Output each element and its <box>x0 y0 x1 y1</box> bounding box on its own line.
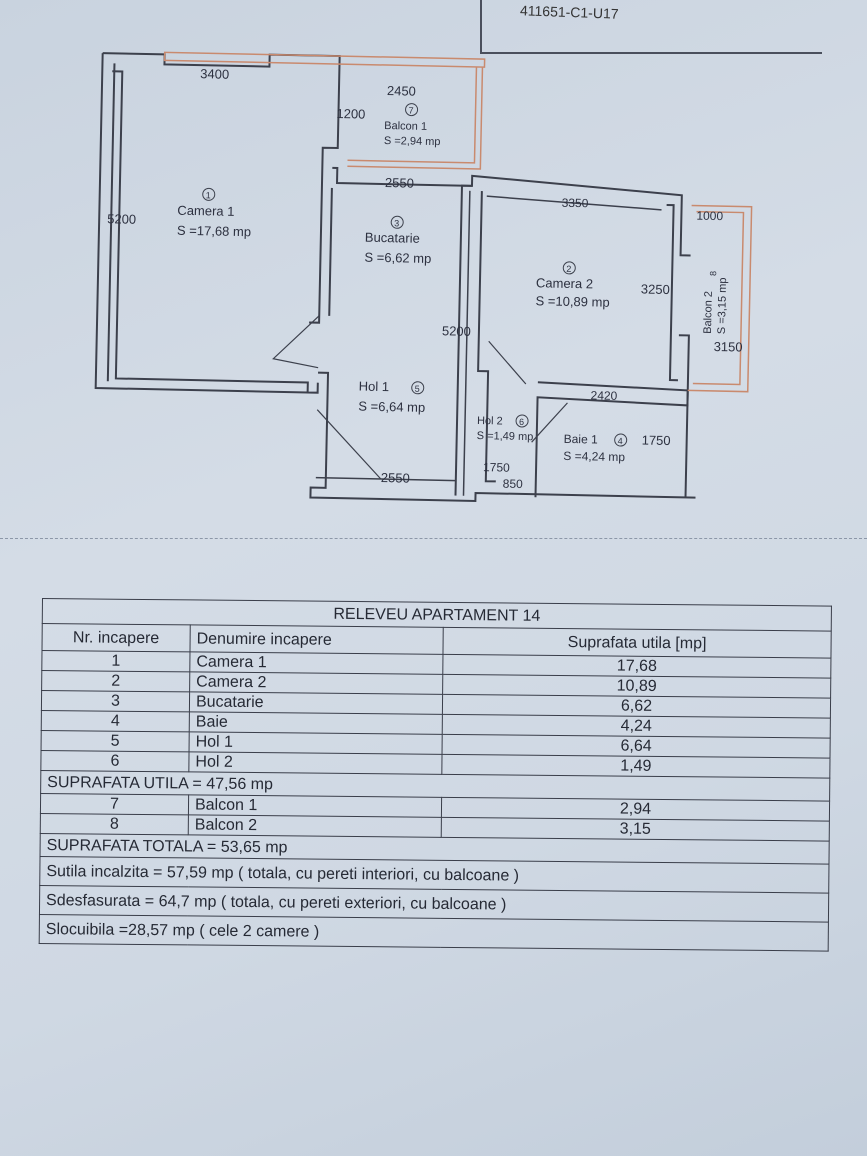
title-block-frame <box>480 0 822 54</box>
room-area-camera1: S =17,68 mp <box>177 223 251 240</box>
room-num-8: 8 <box>708 271 718 276</box>
room-name-bucatarie: Bucatarie <box>365 230 420 246</box>
dim-bath-width: 2420 <box>590 388 617 403</box>
dim-hol2-height: 1750 <box>483 460 510 475</box>
row-nr: 7 <box>40 793 189 815</box>
room-name-balcon1: Balcon 1 <box>384 120 427 133</box>
room-name-camera2: Camera 2 <box>536 275 593 291</box>
room-num-3: 3 <box>394 218 399 228</box>
room-num-6: 6 <box>519 417 524 427</box>
row-name: Balcon 2 <box>188 814 442 838</box>
room-num-5: 5 <box>415 384 420 394</box>
row-name: Hol 1 <box>189 731 443 755</box>
room-num-1: 1 <box>206 190 211 200</box>
dim-camera2-width: 3350 <box>562 196 589 211</box>
wall-camera1 <box>102 52 341 324</box>
dim-hall-width: 2550 <box>381 470 410 486</box>
row-nr: 2 <box>41 670 190 692</box>
room-name-camera1: Camera 1 <box>177 203 234 219</box>
dim-camera2-height: 3250 <box>641 281 670 297</box>
room-area-camera2: S =10,89 mp <box>535 293 609 310</box>
room-name-balcon2: Balcon 2 <box>702 291 715 334</box>
row-nr: 6 <box>40 750 190 772</box>
room-name-hol2: Hol 2 <box>477 415 503 428</box>
row-nr: 1 <box>41 650 190 672</box>
row-name: Bucatarie <box>189 691 443 715</box>
row-nr: 3 <box>41 690 190 712</box>
room-name-baie: Baie 1 <box>564 432 599 447</box>
dim-kitchen-height: 5200 <box>442 323 471 339</box>
room-area-baie: S =4,24 mp <box>563 449 625 464</box>
header-nr: Nr. incapere <box>41 623 191 652</box>
row-nr: 8 <box>40 813 189 835</box>
page-divider <box>0 538 867 540</box>
dim-kitchen-width: 2550 <box>385 175 414 191</box>
header-suprafata: Suprafata utila [mp] <box>442 627 832 659</box>
room-area-balcon1: S =2,94 mp <box>384 135 441 148</box>
dim-top-mid: 2450 <box>387 83 416 99</box>
room-area-bucatarie: S =6,62 mp <box>364 250 431 266</box>
header-denumire: Denumire incapere <box>189 624 444 655</box>
room-num-7: 7 <box>408 106 413 116</box>
dim-top-left: 3400 <box>200 66 229 82</box>
room-name-hol1: Hol 1 <box>359 379 390 395</box>
row-name: Balcon 1 <box>188 794 442 818</box>
dim-hol2-width: 850 <box>503 477 524 491</box>
room-area-balcon2: S =3,15 mp <box>716 277 729 334</box>
room-num-2: 2 <box>566 264 571 274</box>
dim-camera1-height: 5200 <box>107 211 136 227</box>
room-area-hol1: S =6,64 mp <box>358 399 425 415</box>
row-nr: 5 <box>41 730 190 752</box>
row-name: Hol 2 <box>188 751 443 775</box>
floor-plan: 3400 2450 1200 2550 3350 1000 5200 5200 … <box>94 51 753 503</box>
room-num-4: 4 <box>618 436 623 446</box>
row-name: Baie <box>189 711 443 735</box>
dim-balcony2-depth: 1000 <box>696 209 723 224</box>
dim-balcony2-length: 3150 <box>714 339 743 355</box>
room-area-hol2: S =1,49 mp <box>477 430 534 443</box>
row-name: Camera 2 <box>189 671 443 695</box>
row-name: Camera 1 <box>189 651 443 675</box>
dim-bath-height: 1750 <box>642 432 671 448</box>
row-nr: 4 <box>41 710 190 732</box>
releveu-table: RELEVEU APARTAMENT 14 Nr. incapere Denum… <box>39 598 832 952</box>
dim-balcony-depth: 1200 <box>336 106 365 122</box>
